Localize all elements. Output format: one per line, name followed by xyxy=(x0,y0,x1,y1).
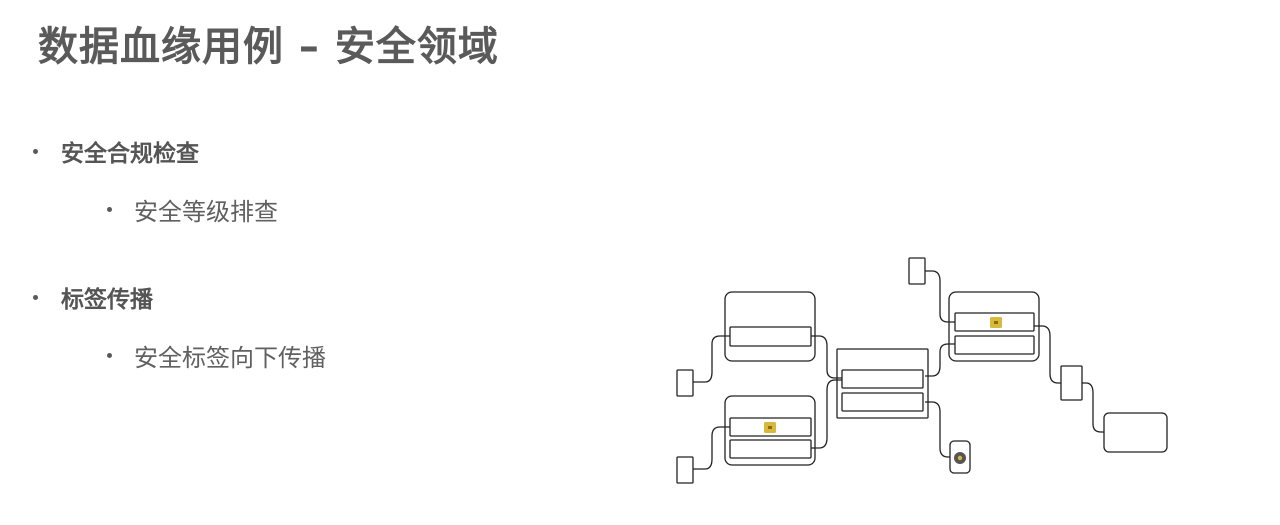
edge xyxy=(811,379,842,449)
sub-bullet-tag-downstream-propagation: 安全标签向下传播 xyxy=(107,338,326,373)
table-column xyxy=(729,326,812,347)
table-column xyxy=(954,312,1035,332)
bullet-security-compliance: 安全合规检查 xyxy=(33,134,199,168)
edge xyxy=(925,343,955,377)
source-node xyxy=(1060,365,1083,401)
bullet-label: 安全标签向下传播 xyxy=(134,344,326,372)
target-node xyxy=(1103,412,1168,453)
edge xyxy=(925,401,950,458)
edge xyxy=(925,270,955,323)
edge xyxy=(1034,325,1061,384)
table-node xyxy=(948,291,1040,362)
table-column xyxy=(729,439,812,459)
sub-bullet-security-level-check: 安全等级排查 xyxy=(107,192,278,227)
table-node xyxy=(724,395,816,466)
bullet-dot xyxy=(107,207,112,212)
bullet-label: 安全合规检查 xyxy=(61,141,199,167)
source-node xyxy=(676,456,694,484)
table-node xyxy=(724,291,816,362)
table-column xyxy=(729,417,812,437)
tag-node xyxy=(949,440,971,474)
lock-icon xyxy=(990,317,1002,328)
bullet-label: 标签传播 xyxy=(61,287,153,313)
lock-icon xyxy=(764,422,776,433)
source-node xyxy=(908,257,926,285)
slide-title: 数据血缘用例 – 安全领域 xyxy=(38,24,499,70)
source-node xyxy=(676,369,694,397)
table-column xyxy=(841,392,924,412)
bullet-dot xyxy=(33,148,38,154)
edge xyxy=(693,426,730,470)
table-column xyxy=(954,335,1035,355)
bullet-dot xyxy=(107,353,112,358)
table-node xyxy=(836,348,929,419)
lineage-edges xyxy=(693,270,1104,470)
edge xyxy=(693,335,730,383)
edge xyxy=(1082,382,1104,433)
bullet-label: 安全等级排查 xyxy=(134,198,278,226)
table-column xyxy=(841,369,924,389)
bullet-dot xyxy=(33,294,38,300)
bullet-tag-propagation: 标签传播 xyxy=(33,280,153,314)
edge xyxy=(811,335,842,379)
